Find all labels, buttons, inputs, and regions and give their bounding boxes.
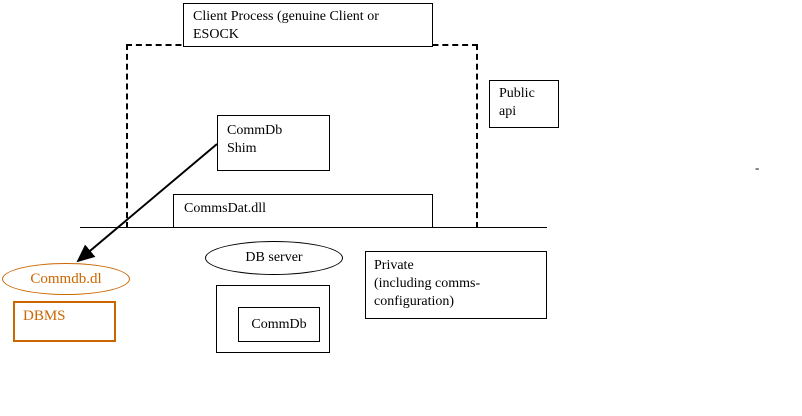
- db-server-label: DB server: [245, 250, 303, 265]
- commdb-shim-box: CommDb Shim: [217, 115, 330, 171]
- public-api-label-line2: api: [499, 104, 517, 119]
- commdb-dl-ellipse: Commdb.dl: [2, 263, 130, 295]
- public-api-box: Public api: [489, 80, 559, 128]
- client-process-box: Client Process (genuine Client or ESOCK: [183, 3, 433, 47]
- commdb-label: CommDb: [251, 316, 307, 332]
- private-label-line3: configuration): [374, 294, 455, 309]
- private-box: Private (including comms- configuration): [365, 251, 547, 319]
- commdb-dl-label: Commdb.dl: [30, 271, 102, 287]
- db-server-ellipse: DB server: [205, 241, 343, 275]
- stray-dash-mark: -: [755, 160, 760, 175]
- client-process-label-line1: Client Process (genuine Client or: [193, 9, 379, 24]
- commdb-box: CommDb: [238, 307, 320, 342]
- commdb-shim-label-line2: Shim: [227, 141, 257, 156]
- client-process-label-line2: ESOCK: [193, 27, 239, 42]
- dbms-label: DBMS: [23, 308, 66, 324]
- commsdat-dll-box: CommsDat.dll: [173, 194, 433, 228]
- commsdat-dll-label: CommsDat.dll: [184, 201, 267, 216]
- commdb-shim-label-line1: CommDb: [227, 123, 283, 138]
- dbms-box: DBMS: [13, 301, 116, 342]
- private-label-line2: (including comms-: [374, 276, 481, 291]
- private-label-line1: Private: [374, 258, 414, 273]
- public-api-label-line1: Public: [499, 86, 535, 101]
